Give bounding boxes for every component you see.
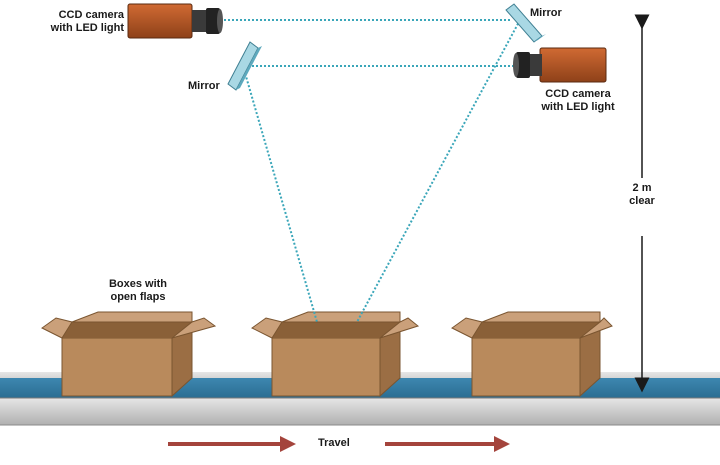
ccd-camera-right <box>513 47 607 83</box>
label-mirror-left: Mirror <box>188 80 220 92</box>
box-3 <box>451 311 613 398</box>
mirror-left <box>227 41 262 91</box>
travel-arrow-icon <box>494 436 510 452</box>
label-camera-right-line2: with LED light <box>541 101 615 113</box>
label-height: 2 m clear <box>605 182 679 208</box>
label-camera-right: CCD camera with LED light <box>528 88 628 114</box>
label-camera-right-line1: CCD camera <box>545 88 611 100</box>
label-height-line1: 2 m <box>632 182 652 194</box>
mirror-right <box>505 3 546 43</box>
conveyor-front-rail <box>0 398 720 425</box>
lens-icon <box>206 8 220 34</box>
label-boxes-line2: open flaps <box>110 291 166 303</box>
label-camera-left-line1: CCD camera <box>58 9 124 21</box>
label-camera-left-line2: with LED light <box>50 22 124 34</box>
box-2 <box>251 311 420 398</box>
label-mirror-right: Mirror <box>530 7 562 19</box>
optical-paths <box>220 19 521 323</box>
beam-mirror1-to-box <box>242 65 318 323</box>
lens-icon <box>516 52 530 78</box>
label-travel: Travel <box>318 437 350 449</box>
travel-indicator <box>168 436 510 452</box>
label-camera-left: CCD camera with LED light <box>26 9 124 35</box>
box-1 <box>41 311 217 398</box>
travel-arrow-icon <box>280 436 296 452</box>
label-boxes: Boxes with open flaps <box>98 278 178 304</box>
label-height-line2: clear <box>629 195 655 207</box>
ccd-camera-left <box>127 3 223 39</box>
beam-mirror2-to-box <box>356 19 521 323</box>
label-boxes-line1: Boxes with <box>108 278 168 290</box>
